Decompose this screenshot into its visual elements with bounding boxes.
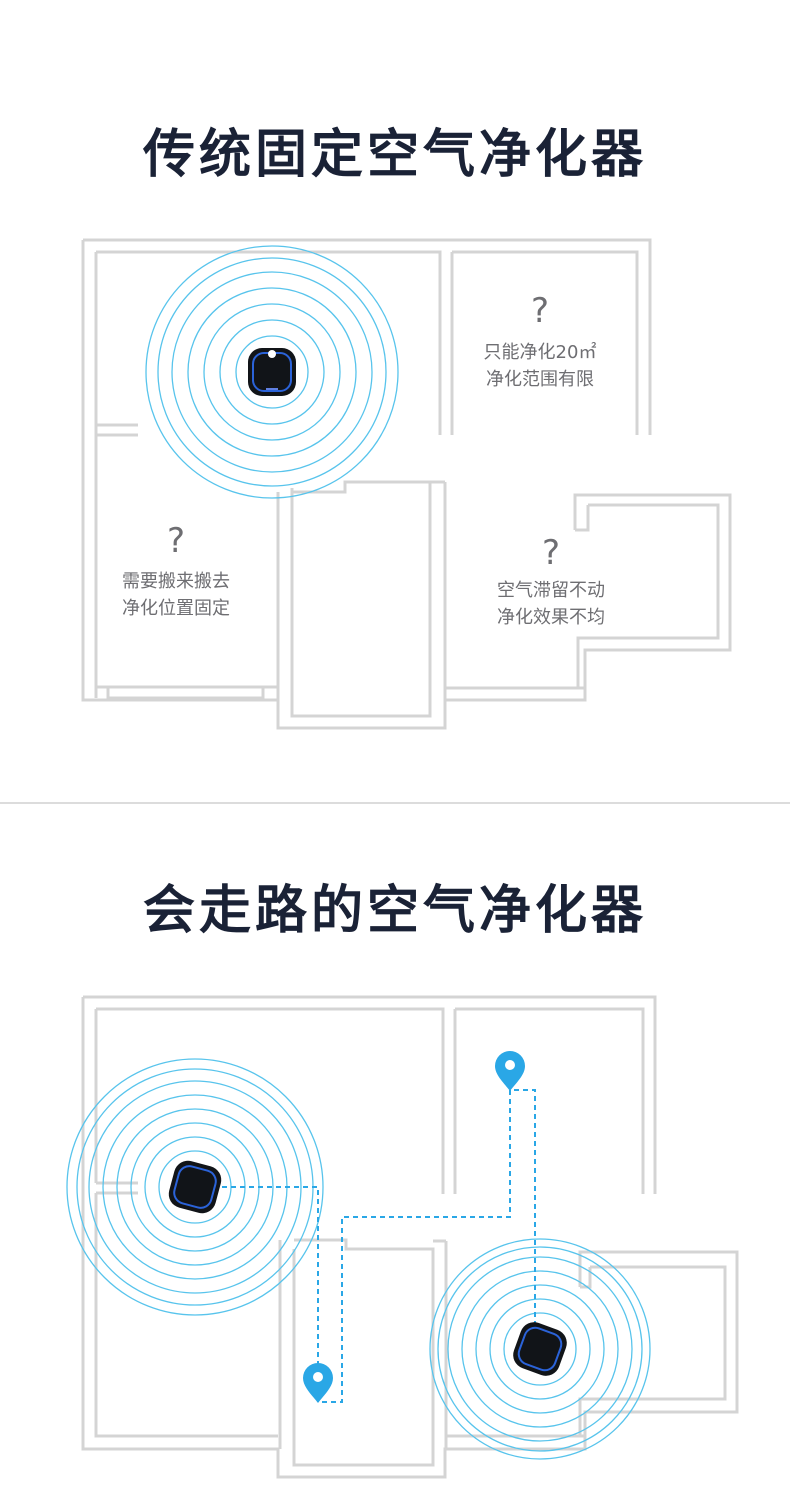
purification-rings: [429, 1238, 651, 1460]
robot-purifier-icon: [248, 348, 296, 396]
robot-purifier-icon: [513, 1322, 567, 1376]
section2-title: 会走路的空气净化器: [142, 881, 647, 941]
note-range-line2: 净化范围有限: [486, 369, 594, 390]
note-move-line1: 需要搬来搬去: [122, 571, 230, 592]
wall-middle: [276, 480, 432, 718]
section1-title: 传统固定空气净化器: [142, 125, 647, 185]
robot-purifier-icon: [168, 1160, 222, 1214]
robot-route: [195, 1089, 536, 1403]
note-air-line2: 净化效果不均: [497, 607, 605, 628]
question-mark-icon: ?: [167, 521, 185, 561]
question-mark-icon: ?: [542, 533, 560, 573]
note-air-line1: 空气滞留不动: [497, 580, 605, 601]
floorplan-traditional: ? 只能净化20㎡ 净化范围有限 ? 需要搬来搬去 净化位置固定 ? 空气滞留不…: [81, 238, 732, 730]
question-mark-icon: ?: [531, 291, 549, 331]
wall-inner-left-room: [94, 250, 442, 698]
note-move-line2: 净化位置固定: [122, 598, 230, 619]
note-range-line1: 只能净化20㎡: [484, 341, 597, 363]
wall-outer: [81, 238, 732, 730]
wall-lower-left: [106, 687, 265, 700]
location-pin-icon: [495, 1051, 525, 1091]
location-pin-icon: [303, 1363, 333, 1403]
section-divider: [0, 802, 790, 804]
wall-inner-right-room: [450, 250, 639, 435]
floorplan-walking: [66, 995, 739, 1479]
wall-middle-connector: [430, 480, 447, 700]
